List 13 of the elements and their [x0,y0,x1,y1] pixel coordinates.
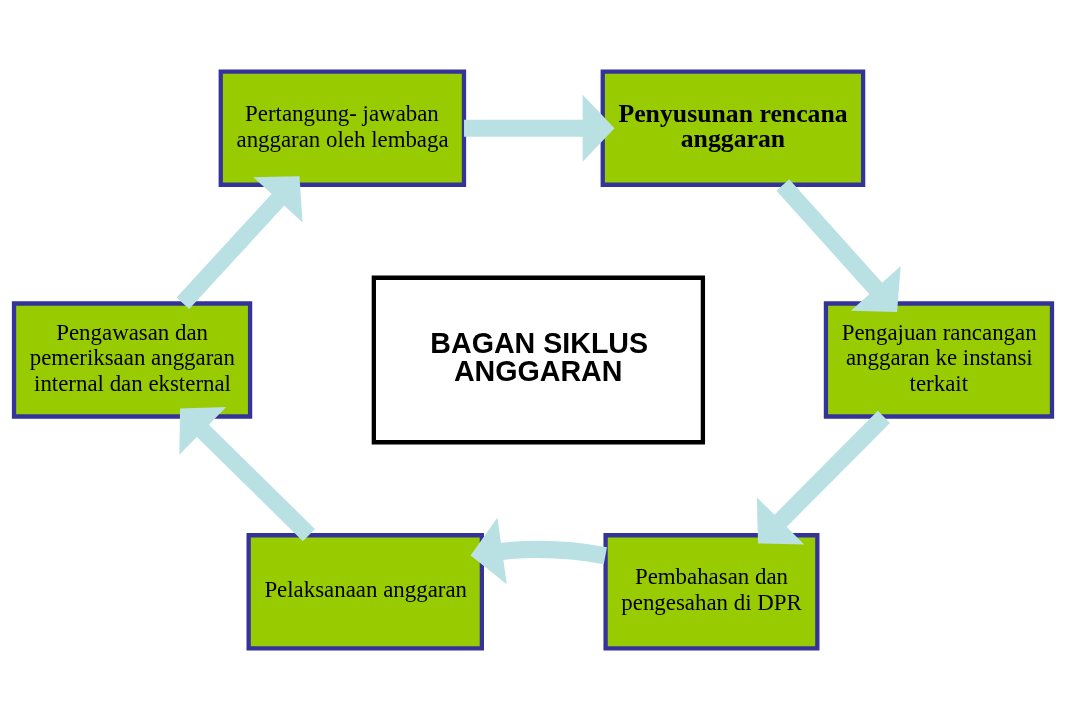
node-box: Pelaksanaan anggaran [246,532,484,650]
arrow [776,178,901,312]
node-box: Pertangung- jawaban anggaran oleh lembaga [218,69,467,187]
arrow [179,406,315,541]
arrow [464,94,615,162]
arrow [756,410,890,544]
node-box: BAGAN SIKLUS ANGGARAN [371,275,706,444]
node-box: Pengajuan rancangan anggaran ke instansi terkait [823,300,1055,419]
node-box: Pengawasan dan pemeriksaan anggaran internal dan eksternal [11,300,253,419]
arrow [176,175,303,309]
arrow [470,517,607,584]
node-box: Pembahasan dan pengesahan di DPR [603,532,820,650]
node-box: Penyusunan rencana anggaran [600,69,866,187]
